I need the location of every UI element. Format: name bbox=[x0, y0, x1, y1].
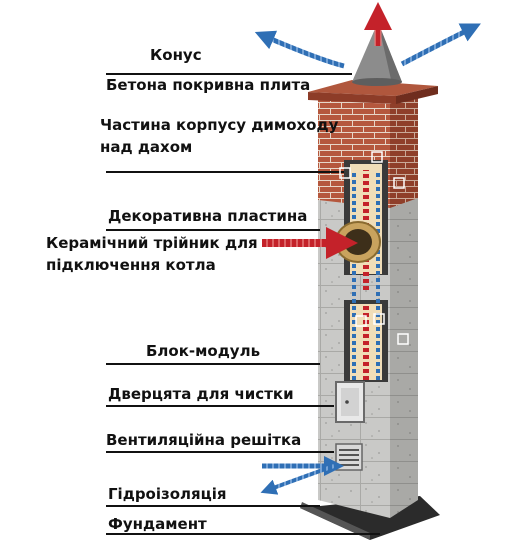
label-vent: Вентиляційна решітка bbox=[106, 431, 302, 449]
label-cover-plate: Бетона покривна плита bbox=[106, 76, 311, 94]
label-roof-part: Частина корпусу димоходу над дахом bbox=[100, 116, 339, 156]
label-waterproof: Гідроізоляція bbox=[108, 485, 227, 503]
cleaning-door bbox=[335, 381, 365, 423]
ventilation-grille bbox=[335, 443, 363, 471]
label-tee: Керамічний трійник для підключення котла bbox=[46, 234, 258, 274]
wind-arrow-right bbox=[400, 23, 481, 67]
brick-body bbox=[318, 96, 418, 208]
wind-arrow-left bbox=[254, 30, 345, 69]
label-door: Дверцята для чистки bbox=[108, 385, 294, 403]
vent-arrow-out bbox=[260, 464, 335, 495]
label-block: Блок-модуль bbox=[146, 342, 261, 360]
ceramic-tee bbox=[335, 221, 381, 263]
marker-squares bbox=[339, 151, 409, 345]
cover-plate bbox=[308, 80, 438, 104]
inner-flow-blue bbox=[352, 170, 380, 380]
label-deco-plate: Декоративна пластина bbox=[108, 207, 308, 225]
cone bbox=[352, 22, 402, 86]
label-cone: Конус bbox=[150, 46, 202, 64]
label-foundation: Фундамент bbox=[108, 515, 207, 533]
leader-lines bbox=[106, 73, 380, 535]
